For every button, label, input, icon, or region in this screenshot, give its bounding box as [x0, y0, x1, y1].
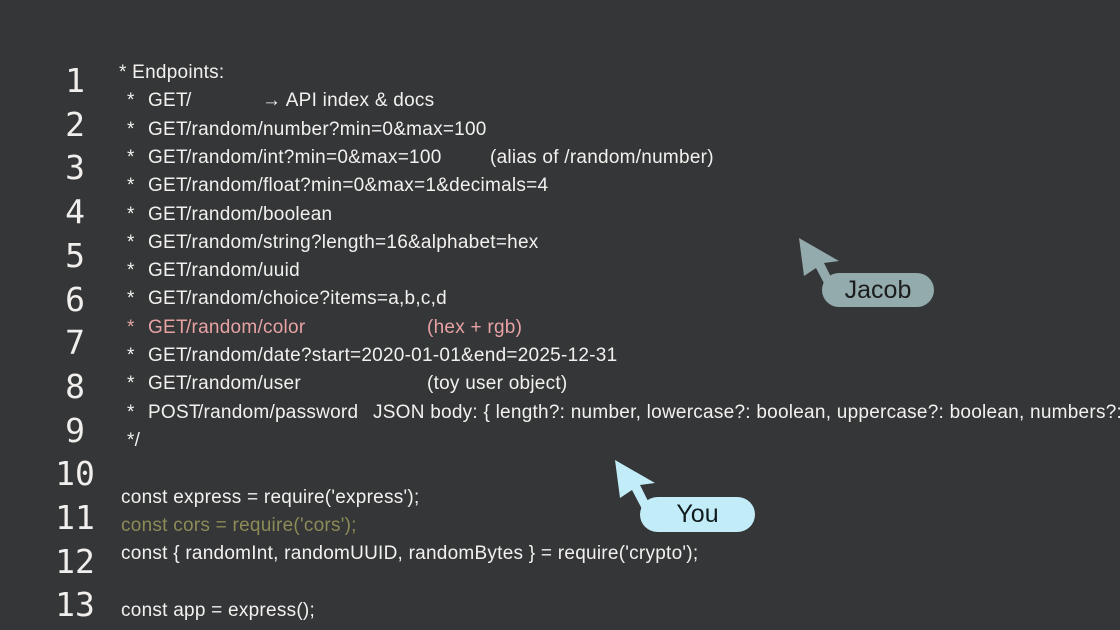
line-number: 13	[55, 585, 95, 625]
code-segment: *	[127, 118, 135, 140]
line-number: 9	[65, 410, 85, 450]
code-segment: GET	[148, 146, 188, 168]
code-line[interactable]: * GET/random/int?min=0&max=100 (alias of /…	[0, 144, 1120, 173]
code-line[interactable]: * GET/random/float?min=0&max=1&decimals=4	[0, 172, 1120, 201]
code-segment: POST	[148, 401, 201, 423]
code-line[interactable]: * GET/random/color (hex + rgb)	[0, 314, 1120, 343]
code-segment: * Endpoints:	[119, 62, 225, 83]
line-number: 12	[55, 541, 95, 581]
line-number: 4	[65, 192, 85, 232]
code-segment: const app = express();	[121, 599, 316, 621]
code-segment: (toy user object)	[427, 373, 568, 395]
cursor-label: You	[640, 497, 755, 532]
code-segment: /random/user	[186, 373, 301, 395]
line-number: 2	[65, 104, 85, 144]
code-line[interactable]: const cors = require('cors');	[0, 512, 1120, 541]
line-number: 8	[65, 366, 85, 406]
code-segment: GET	[148, 175, 188, 197]
code-segment: /random/choice?items=a,b,c,d	[186, 288, 447, 310]
code-segment: GET	[148, 316, 188, 338]
code-line[interactable]: * GET/ → API index & docs	[0, 87, 1120, 116]
code-segment: *	[127, 203, 135, 225]
code-segment: *	[127, 231, 135, 253]
line-number: 11	[55, 498, 95, 537]
code-segment: *	[127, 90, 135, 112]
code-line[interactable]: const app = express();	[0, 597, 1120, 626]
code-segment: JSON body: { length?: number, lowercase?…	[373, 401, 1120, 423]
code-line[interactable]: * Endpoints:	[0, 59, 1120, 88]
line-number: 1	[65, 61, 85, 100]
code-line[interactable]: const { randomInt, randomUUID, randomByt…	[0, 540, 1120, 569]
code-segment: */	[127, 429, 141, 451]
code-segment: *	[127, 146, 135, 168]
code-segment: const cors = require('cors');	[121, 514, 357, 536]
code-segment: /random/date?start=2020-01-01&end=2025-1…	[186, 345, 618, 366]
cursor-arrow-icon	[615, 460, 655, 509]
code-segment: /random/string?length=16&alphabet=hex	[186, 231, 539, 253]
code-segment: *	[127, 288, 135, 310]
code-segment: GET	[148, 90, 188, 112]
code-segment: *	[127, 401, 135, 423]
code-line[interactable]: * GET/random/user (toy user object)	[0, 370, 1120, 399]
code-line[interactable]: * GET/random/string?length=16&alphabet=he…	[0, 229, 1120, 258]
code-segment: (hex + rgb)	[427, 316, 523, 338]
code-segment: GET	[148, 345, 188, 366]
code-line[interactable]: */	[0, 427, 1120, 456]
code-segment: /random/color	[186, 316, 306, 338]
code-line[interactable]: * GET/random/boolean	[0, 201, 1120, 230]
line-number: 7	[65, 323, 85, 363]
cursor-label: Jacob	[822, 273, 934, 307]
line-number: 10	[55, 454, 95, 494]
code-segment: /	[186, 90, 192, 112]
code-segment: GET	[148, 288, 188, 310]
code-line[interactable]: * POST/random/password JSON body: { length…	[0, 399, 1120, 428]
code-segment: const express = require('express');	[121, 486, 420, 508]
line-number: 6	[65, 279, 85, 319]
code-line[interactable]: * GET/random/date?start=2020-01-01&end=20…	[0, 342, 1120, 371]
code-segment: /random/number?min=0&max=100	[186, 118, 487, 140]
line-number: 5	[65, 235, 85, 275]
code-segment: const { randomInt, randomUUID, randomByt…	[121, 543, 699, 565]
code-segment: /random/float?min=0&max=1&decimals=4	[186, 175, 549, 197]
line-number: 3	[65, 148, 85, 188]
code-segment: GET	[148, 203, 188, 225]
code-segment: *	[127, 345, 135, 366]
code-line[interactable]: * GET/random/uuid	[0, 257, 1120, 286]
code-segment: *	[127, 175, 135, 197]
code-segment: GET	[148, 373, 188, 395]
code-line[interactable]: * GET/random/number?min=0&max=100	[0, 116, 1120, 145]
code-segment: /random/uuid	[186, 260, 300, 282]
code-line[interactable]: * GET/random/choice?items=a,b,c,d	[0, 285, 1120, 314]
code-segment: *	[127, 260, 135, 282]
code-segment: (alias of /random/number)	[490, 146, 714, 168]
code-segment: /random/password	[198, 401, 359, 423]
code-segment: → API index & docs	[262, 90, 435, 112]
code-line[interactable]: const express = require('express');	[0, 484, 1120, 513]
code-segment: GET	[148, 231, 188, 253]
code-segment: /random/boolean	[186, 203, 333, 225]
code-segment: /random/int?min=0&max=100	[186, 146, 442, 168]
code-segment: GET	[148, 260, 188, 282]
code-segment: *	[127, 373, 135, 395]
code-segment: GET	[148, 118, 188, 140]
code-segment: *	[127, 316, 135, 338]
